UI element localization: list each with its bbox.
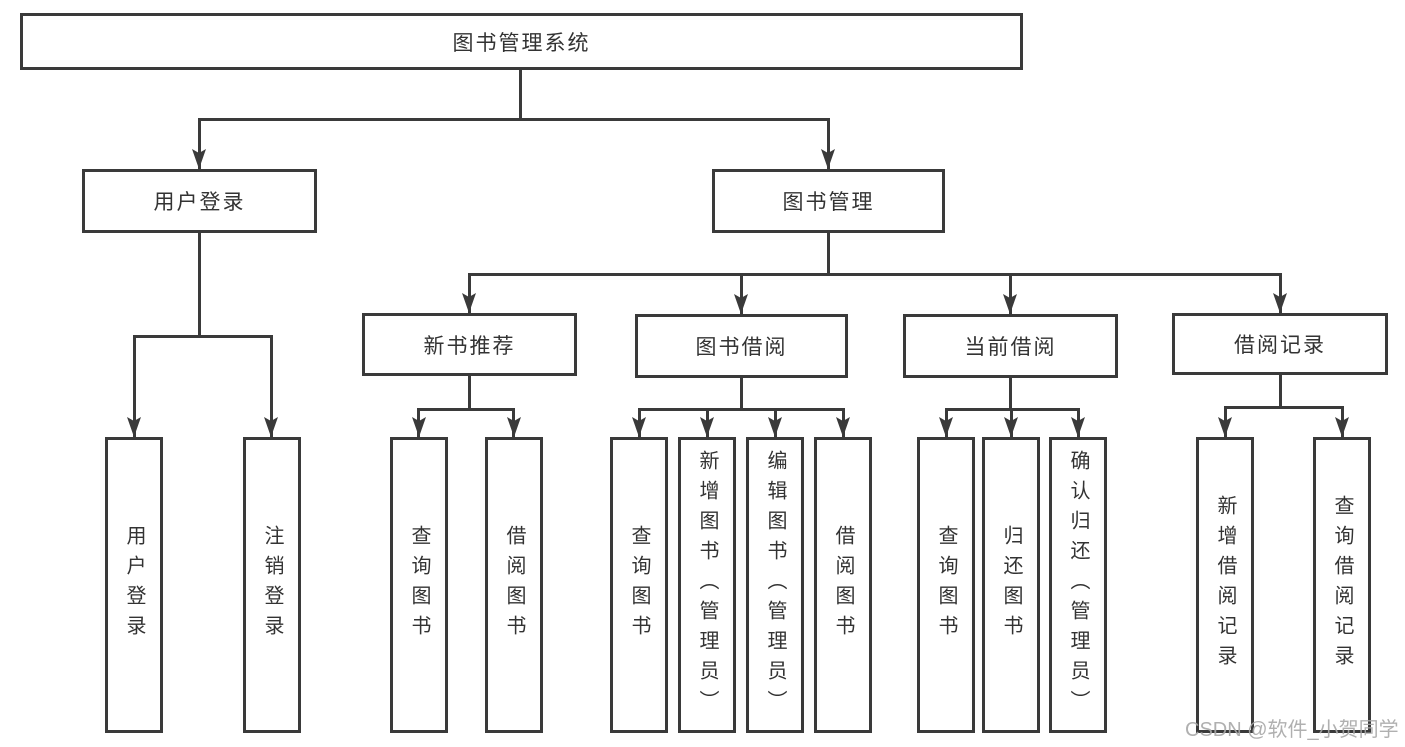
node-label: 新增图书（管理员） [696, 450, 718, 720]
node-label: 注销登录 [261, 525, 283, 645]
node-leaf-borrow-book-borrow: 借阅图书 [814, 437, 872, 733]
node-leaf-edit-book-admin: 编辑图书（管理员） [746, 437, 804, 733]
node-borrow-record: 借阅记录 [1172, 313, 1388, 375]
node-label: 查询图书 [628, 525, 650, 645]
connector-line [468, 273, 471, 313]
connector-line [1279, 375, 1282, 408]
connector-line [133, 335, 273, 338]
node-root: 图书管理系统 [20, 13, 1023, 70]
node-label: 查询借阅记录 [1331, 495, 1353, 675]
node-label: 图书管理系统 [452, 31, 591, 55]
connector-line [1224, 406, 1344, 409]
connector-line [1279, 273, 1282, 313]
node-label: 图书借阅 [695, 336, 788, 359]
node-leaf-add-borrow-record: 新增借阅记录 [1196, 437, 1254, 733]
connector-line [198, 118, 830, 121]
connector-line [827, 233, 830, 275]
node-label: 编辑图书（管理员） [764, 450, 786, 720]
node-label: 当前借阅 [964, 336, 1057, 359]
node-label: 用户登录 [123, 525, 145, 645]
node-current-borrow: 当前借阅 [903, 314, 1118, 378]
node-new-book-recommend: 新书推荐 [362, 313, 577, 376]
node-label: 借阅图书 [503, 525, 525, 645]
node-leaf-logout: 注销登录 [243, 437, 301, 733]
node-label: 归还图书 [1000, 525, 1022, 645]
connector-line [519, 70, 522, 119]
connector-line [740, 378, 743, 410]
node-leaf-query-book-borrow: 查询图书 [610, 437, 668, 733]
node-leaf-confirm-return-admin: 确认归还（管理员） [1049, 437, 1107, 733]
connector-line [198, 233, 201, 335]
node-label: 图书管理 [782, 191, 875, 214]
node-leaf-query-book-current: 查询图书 [917, 437, 975, 733]
node-leaf-query-book-recommend: 查询图书 [390, 437, 448, 733]
node-leaf-query-borrow-record: 查询借阅记录 [1313, 437, 1371, 733]
connector-line [1009, 378, 1012, 410]
node-book-borrow: 图书借阅 [635, 314, 848, 378]
node-leaf-add-book-admin: 新增图书（管理员） [678, 437, 736, 733]
node-leaf-return-book: 归还图书 [982, 437, 1040, 733]
node-label: 确认归还（管理员） [1067, 450, 1089, 720]
connector-line [468, 273, 1282, 276]
connector-line [417, 408, 515, 411]
node-label: 借阅图书 [832, 525, 854, 645]
node-label: 查询图书 [408, 525, 430, 645]
connector-line [827, 118, 830, 169]
node-label: 借阅记录 [1234, 334, 1326, 357]
node-label: 查询图书 [935, 525, 957, 645]
node-label: 新增借阅记录 [1214, 495, 1236, 675]
connector-line [638, 408, 845, 411]
node-label: 用户登录 [153, 191, 246, 214]
connector-line [468, 376, 471, 410]
connector-line [1009, 273, 1012, 314]
connector-line [198, 118, 201, 169]
connector-line [270, 335, 273, 437]
connector-line [740, 273, 743, 314]
node-leaf-user-login: 用户登录 [105, 437, 163, 733]
node-book-management: 图书管理 [712, 169, 945, 233]
node-leaf-borrow-book-recommend: 借阅图书 [485, 437, 543, 733]
node-label: 新书推荐 [423, 334, 516, 358]
node-user-login: 用户登录 [82, 169, 317, 233]
connector-line [133, 335, 136, 437]
